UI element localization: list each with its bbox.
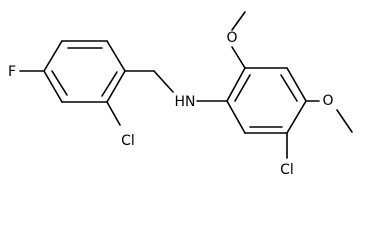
bond (43, 70, 63, 103)
c-o-bond-top (231, 46, 246, 69)
c-cl-bond (106, 101, 121, 126)
structure-canvas: F Cl HN O O Cl (8, 11, 353, 178)
bond (286, 100, 307, 134)
double-bond-inner (101, 71, 118, 97)
methoxy-oxygen-top-label: O (226, 30, 237, 46)
methoxy-oxygen-right-label: O (322, 93, 333, 109)
double-bond-inner (280, 74, 298, 102)
bond (226, 100, 246, 134)
bond (106, 40, 126, 72)
chemical-structure-diagram: F Cl HN O O Cl (8, 11, 353, 178)
bond (43, 40, 63, 72)
fluorine-label: F (8, 64, 16, 80)
chlorine-label-benzyl: Cl (121, 133, 135, 149)
o-ch3-bond-right (336, 109, 353, 133)
bond (286, 67, 307, 102)
double-bond-inner (234, 74, 251, 102)
bond (226, 67, 246, 102)
fluorobenzyl-ring (43, 40, 126, 103)
o-ch3-bond-top (231, 11, 246, 31)
chlorine-label-aniline: Cl (280, 162, 294, 178)
bond (106, 70, 126, 103)
ch2-nh-bond (153, 70, 174, 93)
double-bond-inner (51, 70, 68, 96)
amine-label: HN (175, 94, 196, 110)
dimethoxyaniline-ring (226, 67, 307, 134)
